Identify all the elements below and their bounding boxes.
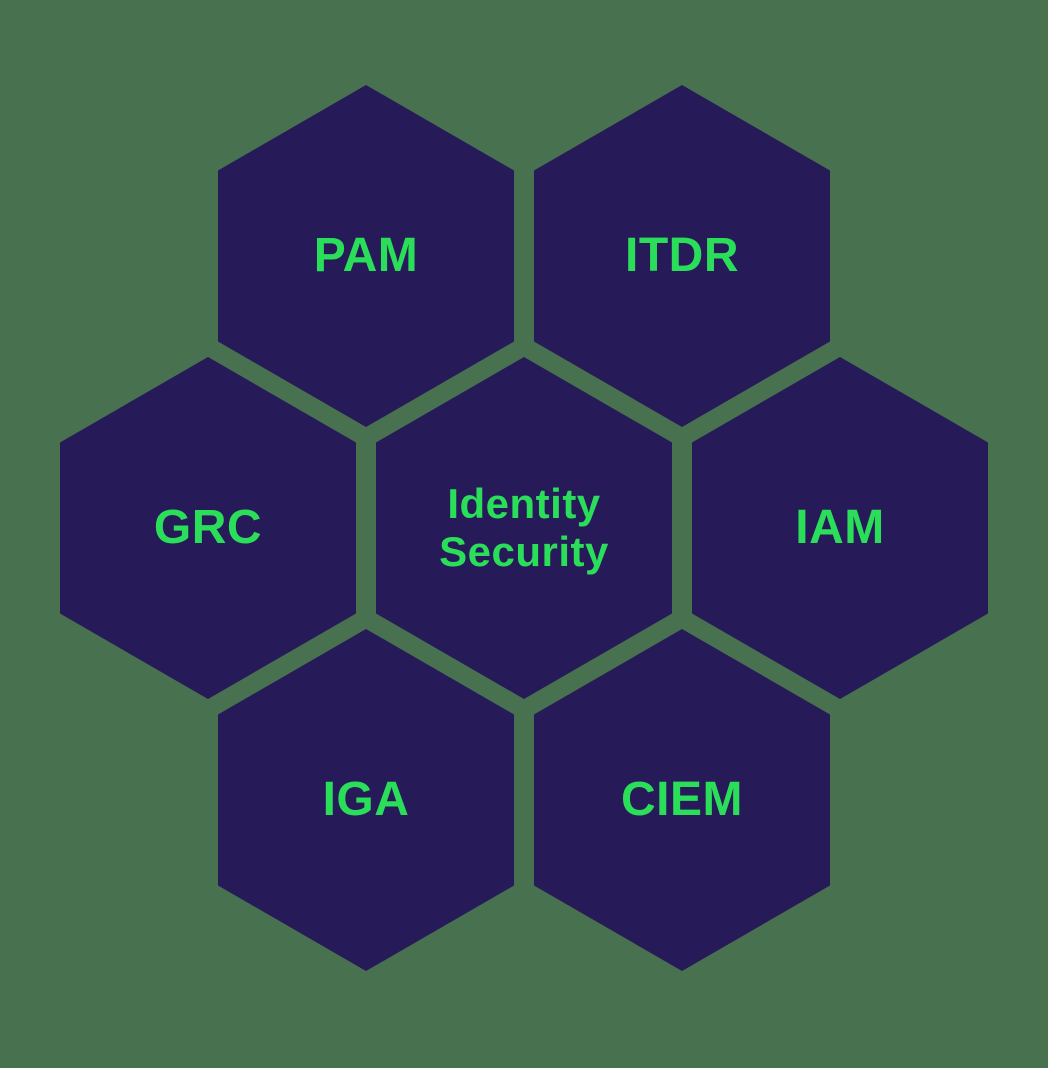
hexagon-itdr-label: ITDR: [625, 229, 739, 283]
hexagon-ciem: CIEM: [534, 629, 830, 971]
hexagon-grc: GRC: [60, 357, 356, 699]
hexagon-pam: PAM: [218, 85, 514, 427]
hexagon-grc-label: GRC: [153, 501, 263, 555]
hexagon-iga-label: IGA: [322, 773, 410, 827]
hexagon-identity-security-label: Identity Security: [439, 479, 609, 575]
hexagon-itdr: ITDR: [534, 85, 830, 427]
hexagon-iga: IGA: [218, 629, 514, 971]
hexagon-identity-security: Identity Security: [376, 357, 672, 699]
hexagon-ciem-label: CIEM: [621, 773, 743, 827]
hexagon-iam: IAM: [692, 357, 988, 699]
hexagon-iam-label: IAM: [795, 501, 885, 555]
hexagon-pam-label: PAM: [313, 229, 419, 283]
